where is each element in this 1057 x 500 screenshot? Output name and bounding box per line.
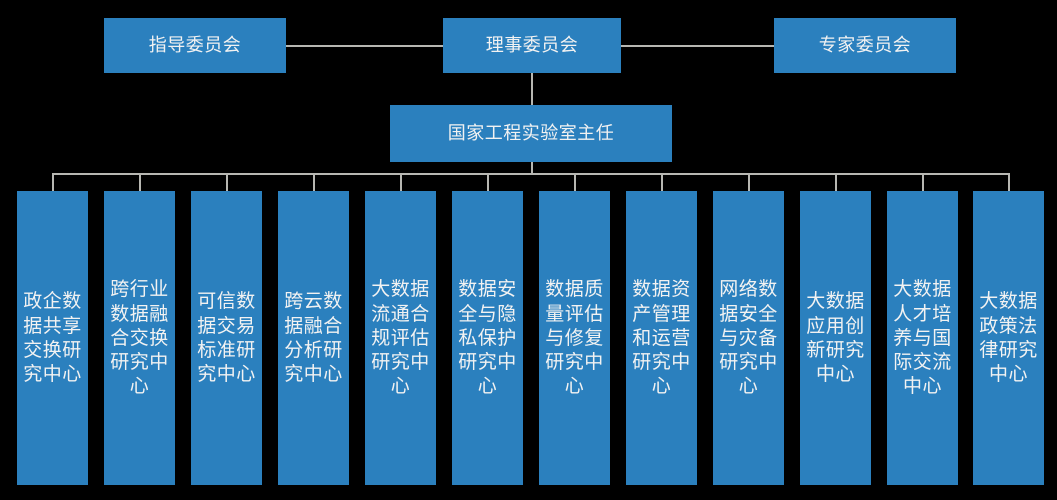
connector-drop-c1 [52, 173, 54, 191]
node-label: 国家工程实验室主任 [447, 122, 615, 144]
connector-drop-c9 [748, 173, 750, 191]
node-research-center-1[interactable]: 政企数据共享交换研究中心 [17, 191, 88, 485]
node-lab-director[interactable]: 国家工程实验室主任 [390, 105, 672, 162]
node-label: 跨云数据融合分析研究中心 [284, 290, 343, 386]
node-label: 专家委员会 [818, 34, 912, 56]
node-label: 大数据流通合规评估研究中心 [371, 278, 430, 398]
connector-drop-c7 [574, 173, 576, 191]
node-label: 大数据政策法律研究中心 [979, 290, 1038, 386]
node-label: 大数据应用创新研究中心 [806, 290, 865, 386]
node-research-center-12[interactable]: 大数据政策法律研究中心 [973, 191, 1044, 485]
connector-steering-to-council [286, 45, 443, 47]
node-research-center-10[interactable]: 大数据应用创新研究中心 [800, 191, 871, 485]
node-research-center-7[interactable]: 数据质量评估与修复研究中心 [539, 191, 610, 485]
node-research-center-3[interactable]: 可信数据交易标准研究中心 [191, 191, 262, 485]
node-label: 跨行业数据融合交换研究中心 [110, 278, 169, 398]
connector-drop-c12 [1008, 173, 1010, 191]
node-label: 网络数据安全与灾备研究中心 [719, 278, 778, 398]
node-research-center-4[interactable]: 跨云数据融合分析研究中心 [278, 191, 349, 485]
connector-drop-c11 [922, 173, 924, 191]
node-label: 数据安全与隐私保护研究中心 [458, 278, 517, 398]
connector-drop-c10 [835, 173, 837, 191]
node-expert-committee[interactable]: 专家委员会 [774, 18, 956, 73]
node-steering-committee[interactable]: 指导委员会 [104, 18, 286, 73]
connector-bus [52, 173, 1008, 175]
connector-director-to-bus [531, 162, 533, 174]
connector-drop-c4 [313, 173, 315, 191]
connector-drop-c6 [487, 173, 489, 191]
connector-council-to-director [531, 73, 533, 105]
node-label: 可信数据交易标准研究中心 [197, 290, 256, 386]
node-research-center-2[interactable]: 跨行业数据融合交换研究中心 [104, 191, 175, 485]
node-research-center-5[interactable]: 大数据流通合规评估研究中心 [365, 191, 436, 485]
node-research-center-11[interactable]: 大数据人才培养与国际交流中心 [887, 191, 958, 485]
connector-drop-c8 [661, 173, 663, 191]
node-label: 政企数据共享交换研究中心 [23, 290, 82, 386]
node-label: 大数据人才培养与国际交流中心 [893, 278, 952, 398]
node-research-center-6[interactable]: 数据安全与隐私保护研究中心 [452, 191, 523, 485]
connector-drop-c2 [139, 173, 141, 191]
connector-council-to-expert [621, 45, 774, 47]
node-label: 指导委员会 [148, 34, 242, 56]
node-research-center-9[interactable]: 网络数据安全与灾备研究中心 [713, 191, 784, 485]
node-label: 理事委员会 [485, 34, 579, 56]
connector-drop-c5 [400, 173, 402, 191]
node-label: 数据质量评估与修复研究中心 [545, 278, 604, 398]
connector-drop-c3 [226, 173, 228, 191]
node-research-center-8[interactable]: 数据资产管理和运营研究中心 [626, 191, 697, 485]
node-council-committee[interactable]: 理事委员会 [443, 18, 621, 73]
node-label: 数据资产管理和运营研究中心 [632, 278, 691, 398]
